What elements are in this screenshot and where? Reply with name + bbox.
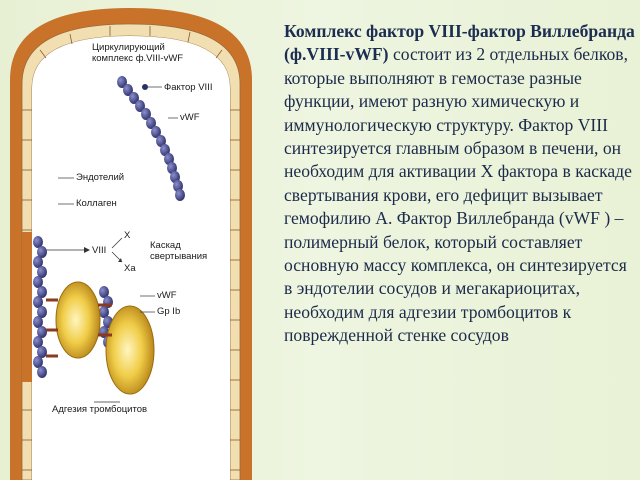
description-paragraph: Комплекс фактор VIII-фактор Виллебранда … (284, 20, 636, 348)
label-cascade-1: Каскад (150, 240, 181, 251)
label-xa: Xa (124, 263, 136, 274)
label-endothelium: Эндотелий (76, 172, 125, 183)
platelet-1 (55, 281, 101, 359)
label-x: X (124, 230, 131, 241)
description-lead: Комплекс фактор VIII-фактор Виллебранда … (284, 21, 635, 65)
vessel-lumen (32, 36, 230, 480)
label-collagen: Коллаген (76, 198, 117, 209)
label-cascade-2: свертывания (150, 251, 208, 262)
label-viii: VIII (92, 245, 107, 256)
factor-viii-dot (142, 84, 148, 90)
vessel-diagram: Циркулирующий комплекс ф.VIII-vWF Фактор… (0, 0, 270, 480)
platelet-2 (105, 305, 155, 395)
description-body: состоит из 2 отдельных белков, которые в… (284, 44, 632, 346)
vessel-illustration (10, 8, 252, 480)
label-circulating-2: комплекс ф.VIII-vWF (92, 53, 184, 64)
label-vwf-top: vWF (180, 112, 200, 123)
label-adhesion: Адгезия тромбоцитов (52, 404, 148, 415)
label-vwf-bottom: vWF (157, 290, 177, 301)
label-gp-ib: Gp Ib (157, 306, 181, 317)
label-circulating-1: Циркулирующий (92, 42, 165, 53)
label-factor-viii: Фактор VIII (164, 82, 213, 93)
vwf-circulating-chain (117, 76, 185, 201)
